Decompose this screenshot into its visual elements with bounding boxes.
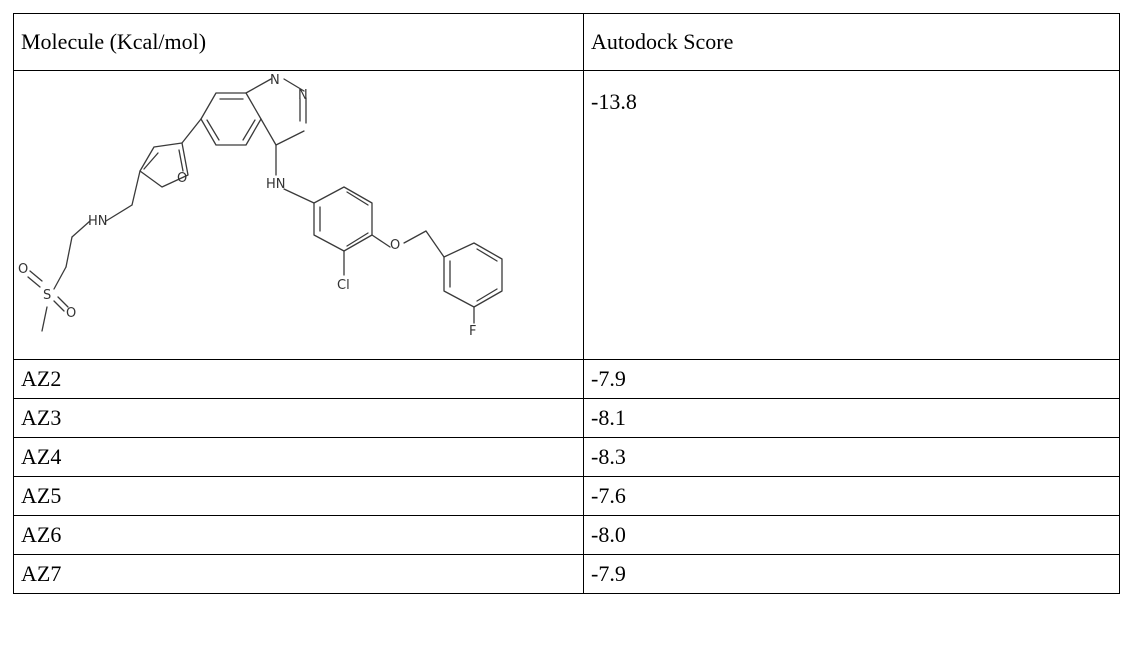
atom-label-cl: Cl	[337, 278, 350, 293]
table-row: AZ5 -7.6	[13, 476, 1120, 516]
molecule-structure-cell: N N HN O HN O Cl F S O O	[13, 70, 584, 360]
molecule-cell: AZ4	[13, 437, 584, 477]
atom-label-hn-aryl: HN	[266, 177, 286, 192]
header-autodock-score: Autodock Score	[583, 13, 1120, 71]
table-header-row: Molecule (Kcal/mol) Autodock Score	[13, 13, 1120, 71]
molecule-cell: AZ3	[13, 398, 584, 438]
score-cell: -7.9	[583, 359, 1120, 399]
score-cell: -8.1	[583, 398, 1120, 438]
atom-label-o-furan: O	[177, 171, 187, 186]
score-cell: -7.6	[583, 476, 1120, 516]
atom-label-o-ether: O	[390, 238, 400, 253]
score-cell: -7.9	[583, 554, 1120, 594]
atom-label-o-sulfonyl-2: O	[66, 306, 76, 321]
table-row: AZ4 -8.3	[13, 437, 1120, 477]
score-cell: -13.8	[583, 70, 1120, 360]
docking-score-table: Molecule (Kcal/mol) Autodock Score	[13, 13, 1120, 594]
score-cell: -8.0	[583, 515, 1120, 555]
atom-label-hn-chain: HN	[88, 214, 108, 229]
molecule-cell: AZ2	[13, 359, 584, 399]
table-row: AZ7 -7.9	[13, 554, 1120, 594]
atom-label-s: S	[43, 288, 51, 303]
table-row: AZ3 -8.1	[13, 398, 1120, 438]
table-row: N N HN O HN O Cl F S O O -13.8	[13, 70, 1120, 360]
molecule-cell: AZ7	[13, 554, 584, 594]
atom-label-f: F	[469, 324, 476, 339]
atom-label-o-sulfonyl-1: O	[18, 262, 28, 277]
molecule-cell: AZ5	[13, 476, 584, 516]
atom-label-n-right: N	[298, 88, 308, 103]
header-molecule: Molecule (Kcal/mol)	[13, 13, 584, 71]
table-row: AZ6 -8.0	[13, 515, 1120, 555]
score-cell: -8.3	[583, 437, 1120, 477]
lapatinib-structure-drawing: N N HN O HN O Cl F S O O	[18, 73, 503, 339]
molecule-cell: AZ6	[13, 515, 584, 555]
table-row: AZ2 -7.9	[13, 359, 1120, 399]
atom-label-n-top: N	[270, 73, 280, 88]
